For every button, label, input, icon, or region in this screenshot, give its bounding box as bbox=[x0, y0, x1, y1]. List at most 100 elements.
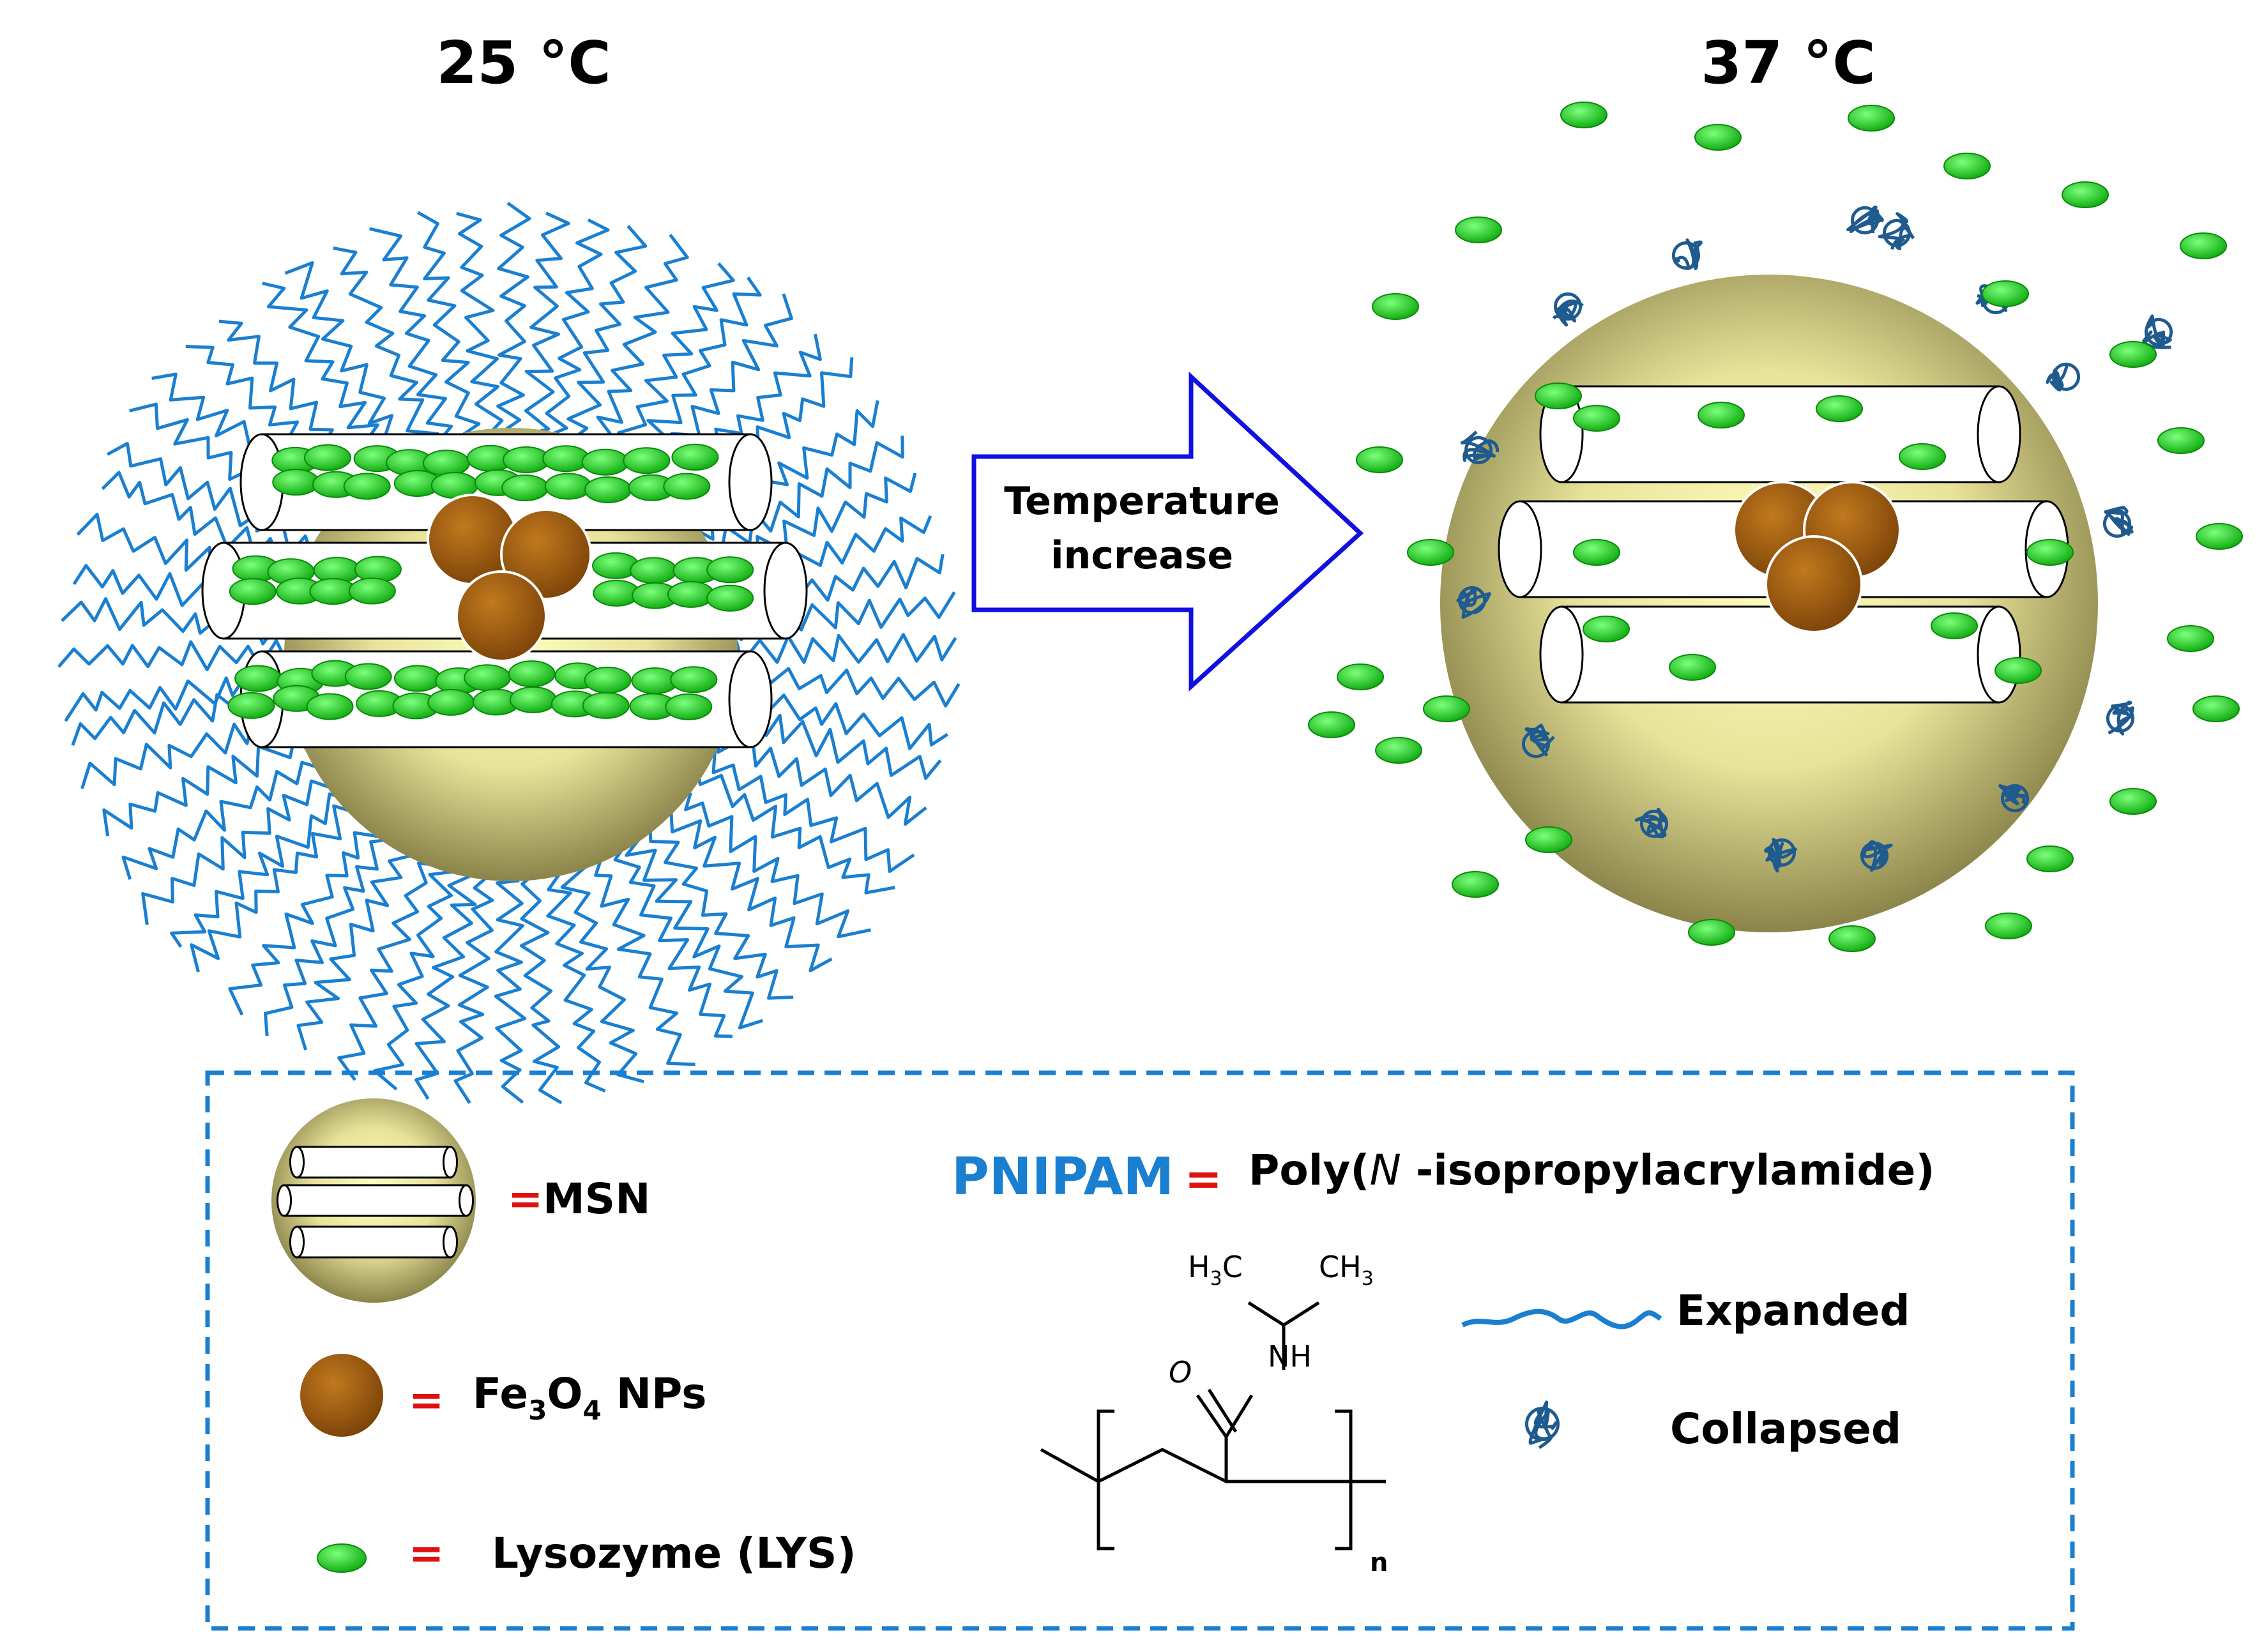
pore-end-right bbox=[728, 433, 773, 531]
msn-pore-channel bbox=[1560, 605, 2000, 704]
collapsed-coil-ring bbox=[2051, 362, 2081, 391]
released-lysozyme bbox=[2026, 845, 2074, 872]
collapsed-coil-ring bbox=[1521, 729, 1551, 759]
lysozyme bbox=[581, 448, 629, 476]
lysozyme bbox=[584, 667, 632, 694]
left-msn-particle bbox=[201, 428, 808, 881]
released-lysozyme bbox=[2062, 181, 2109, 208]
expanded-pnipam-chain bbox=[648, 817, 794, 1000]
expanded-pnipam-chain bbox=[546, 864, 606, 1093]
right-fe3o4-cluster bbox=[1733, 481, 1901, 633]
right-temperature-label: 37 °C bbox=[1701, 29, 1876, 97]
msn-pore-channel bbox=[296, 1146, 452, 1179]
lysozyme bbox=[393, 665, 441, 692]
expanded-pnipam-chain bbox=[373, 869, 458, 1091]
expanded-pnipam-chain bbox=[57, 639, 292, 672]
expanded-pnipam-chain bbox=[594, 852, 695, 1066]
lysozyme bbox=[464, 664, 512, 692]
collapsed-coil-ring bbox=[1860, 841, 1889, 870]
expanded-pnipam-chain bbox=[496, 201, 531, 436]
lysozyme-in-pore bbox=[2026, 539, 2074, 566]
expanded-pnipam-chain bbox=[121, 761, 327, 880]
expanded-pnipam-chain bbox=[170, 792, 353, 948]
lysozyme bbox=[584, 476, 632, 503]
collapsed-coil-ring bbox=[1671, 241, 1701, 270]
legend-lysozyme-icon bbox=[317, 1543, 367, 1573]
released-lysozyme bbox=[2157, 427, 2205, 454]
expanded-pnipam-chain bbox=[613, 840, 733, 1038]
msn-pore-channel bbox=[296, 1225, 452, 1259]
expanded-pnipam-chain bbox=[536, 218, 610, 442]
released-lysozyme bbox=[1560, 102, 1607, 128]
legend-expanded-chain-icon bbox=[1461, 1308, 1662, 1330]
lysozyme bbox=[272, 469, 320, 496]
expanded-pnipam-chain bbox=[522, 211, 570, 437]
collapsed-coil-ring bbox=[1882, 218, 1911, 248]
pore-end-right bbox=[763, 542, 808, 640]
legend-expanded-label: Expanded bbox=[1676, 1286, 1910, 1335]
collapsed-coil-ring bbox=[1464, 436, 1493, 465]
released-lysozyme bbox=[1943, 153, 1991, 179]
expanded-pnipam-chain bbox=[228, 831, 383, 1016]
collapsed-coil-ring bbox=[1457, 586, 1487, 615]
expanded-pnipam-chain bbox=[414, 873, 477, 1100]
lysozyme-in-pore bbox=[1899, 443, 1946, 470]
released-lysozyme bbox=[1423, 695, 1470, 722]
expanded-pnipam-chain bbox=[417, 211, 481, 440]
released-lysozyme bbox=[2109, 341, 2157, 368]
released-lysozyme bbox=[2180, 232, 2227, 259]
released-lysozyme bbox=[1308, 102, 2243, 952]
right-msn-particle bbox=[1440, 275, 2098, 932]
lysozyme bbox=[501, 474, 549, 501]
pore-end-right bbox=[728, 650, 773, 748]
collapsed-coil bbox=[1846, 206, 1885, 234]
lysozyme-in-pore bbox=[1931, 612, 1978, 639]
lysozyme bbox=[670, 666, 718, 693]
pore-end-left bbox=[1498, 500, 1542, 598]
expanded-pnipam-chain bbox=[560, 865, 644, 1084]
lysozyme-in-pore bbox=[1573, 405, 1620, 432]
expanded-pnipam-chain bbox=[701, 436, 904, 560]
arrow-text-line1: Temperature bbox=[1004, 479, 1280, 524]
collapsed-coil-ring bbox=[2000, 784, 2030, 813]
pore-end-right bbox=[1977, 605, 2021, 704]
collapsed-coil bbox=[1998, 784, 2026, 805]
expanded-pnipam-chain bbox=[625, 831, 764, 1029]
lysozyme bbox=[234, 665, 282, 692]
expanded-pnipam-chain bbox=[456, 211, 504, 443]
structure-nh: NH bbox=[1268, 1339, 1312, 1374]
collapsed-coil bbox=[1634, 807, 1667, 838]
collapsed-coil bbox=[1552, 299, 1584, 327]
released-lysozyme bbox=[1372, 293, 1419, 320]
pore-end-left bbox=[289, 1146, 305, 1179]
released-lysozyme bbox=[2167, 625, 2214, 652]
collapsed-coil-ring bbox=[1850, 206, 1880, 235]
lysozyme-in-pore bbox=[1698, 402, 1745, 428]
pnipam-chemical-structure bbox=[1040, 1301, 1386, 1550]
legend-lys-equals: = bbox=[409, 1529, 444, 1578]
expanded-pnipam-chain bbox=[565, 225, 648, 446]
lysozyme-in-pore bbox=[1573, 539, 1620, 566]
lysozyme bbox=[671, 443, 719, 471]
expanded-pnipam-chain bbox=[262, 282, 396, 472]
collapsed-coil bbox=[2104, 506, 2134, 536]
pore-end-left bbox=[1539, 605, 1584, 704]
expanded-pnipam-chain bbox=[519, 869, 563, 1105]
msn-pore-channel bbox=[283, 1184, 467, 1217]
released-lysozyme bbox=[1688, 919, 1735, 946]
lysozyme bbox=[509, 686, 557, 713]
expanded-pnipam-chain bbox=[333, 246, 439, 451]
released-lysozyme bbox=[1525, 826, 1572, 853]
collapsed-coil bbox=[1673, 238, 1703, 271]
expanded-pnipam-chain bbox=[684, 792, 872, 939]
legend-collapsed-label: Collapsed bbox=[1670, 1404, 1901, 1453]
arrow-text-line2: increase bbox=[1051, 533, 1233, 578]
released-lysozyme bbox=[1694, 124, 1742, 151]
released-lysozyme bbox=[1535, 383, 1582, 409]
released-lysozyme bbox=[2192, 695, 2240, 722]
lysozyme bbox=[630, 557, 678, 584]
legend-pnipam-equals: = bbox=[1185, 1153, 1222, 1205]
left-temperature-label: 25 °C bbox=[436, 29, 611, 97]
legend-msn-label: MSN bbox=[543, 1174, 650, 1224]
